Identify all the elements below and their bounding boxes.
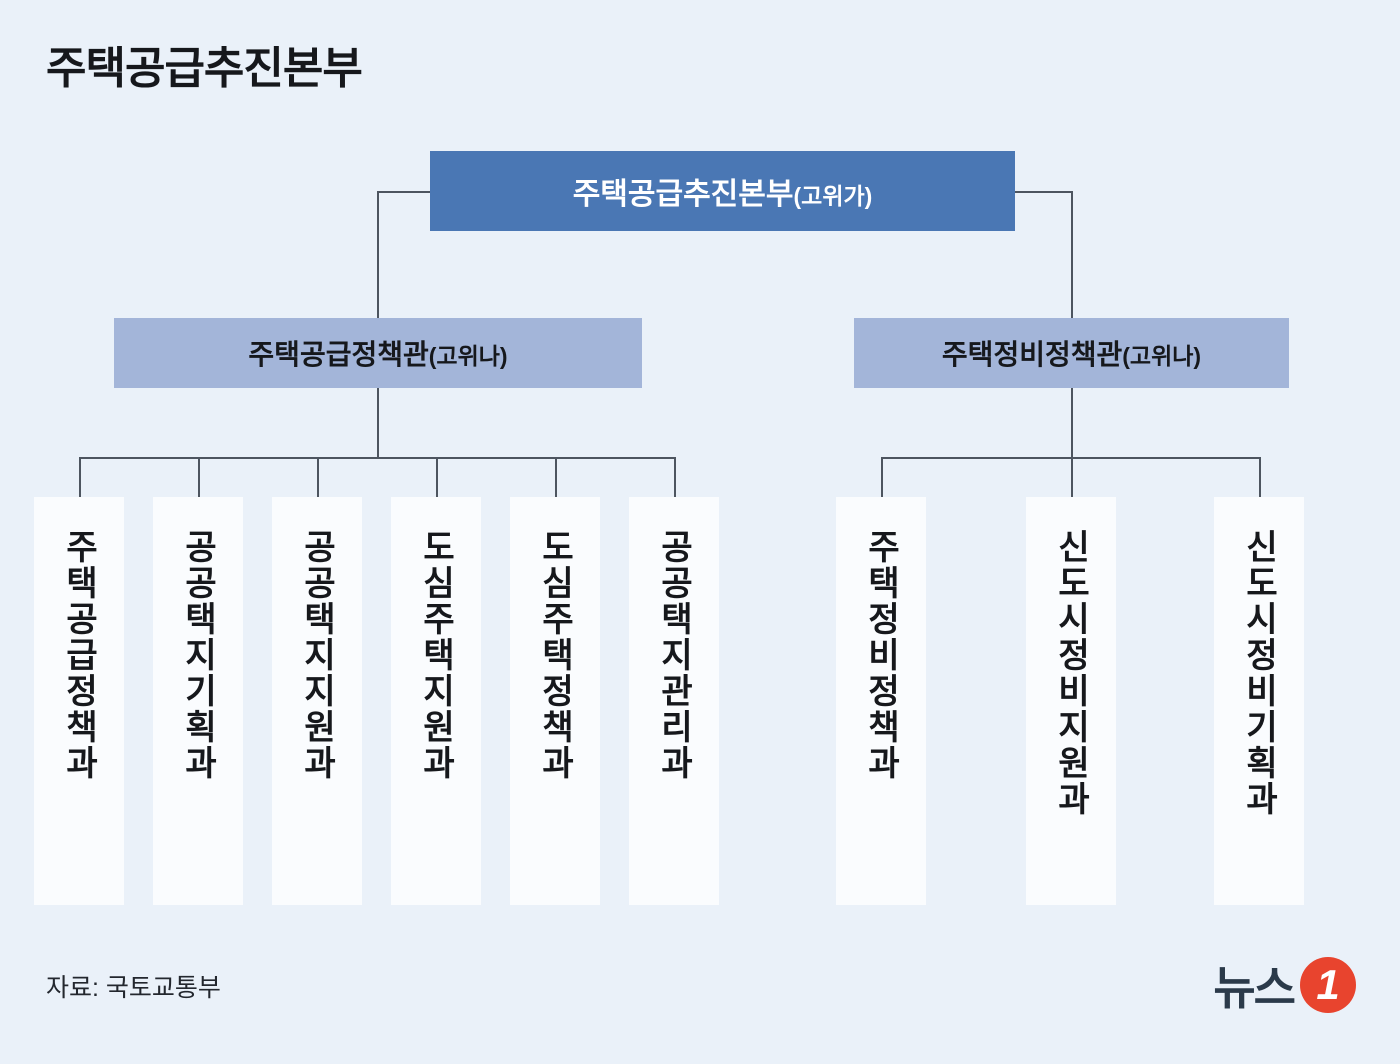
connector-left-bus — [79, 457, 675, 459]
connector-root-right-vertical — [1071, 191, 1073, 318]
node-leaf-3[interactable]: 공공택지지원과 — [272, 497, 362, 905]
node-leaf-7[interactable]: 주택정비정책과 — [836, 497, 926, 905]
node-leaf-1-label: 주택공급정책과 — [59, 529, 98, 781]
node-leaf-2-label: 공공택지기획과 — [178, 529, 217, 781]
news1-logo-circle — [1300, 957, 1356, 1013]
node-leaf-5[interactable]: 도심주택정책과 — [510, 497, 600, 905]
news1-logo-text: 뉴스 — [1213, 962, 1296, 1014]
node-leaf-9[interactable]: 신도시정비기획과 — [1214, 497, 1304, 905]
node-leaf-8-label: 신도시정비지원과 — [1051, 529, 1090, 817]
connector-right-child-2 — [1071, 457, 1073, 497]
connector-root-left-vertical — [377, 191, 379, 318]
node-root-label: 주택공급추진본부(고위가) — [572, 178, 873, 211]
news1-logo: 뉴스 1 — [1213, 952, 1356, 1018]
connector-left-division-drop — [377, 388, 379, 458]
node-division-housing-maintenance-label: 주택정비정책관(고위나) — [941, 339, 1202, 370]
node-leaf-2[interactable]: 공공택지기획과 — [153, 497, 243, 905]
connector-root-left-horizontal — [377, 191, 432, 193]
node-leaf-9-label: 신도시정비기획과 — [1239, 529, 1278, 817]
connector-right-child-1 — [881, 457, 883, 497]
connector-right-child-3 — [1259, 457, 1261, 497]
node-leaf-1[interactable]: 주택공급정책과 — [34, 497, 124, 905]
node-division-housing-maintenance[interactable]: 주택정비정책관(고위나) — [854, 318, 1289, 388]
node-leaf-6[interactable]: 공공택지관리과 — [629, 497, 719, 905]
connector-left-child-6 — [674, 457, 676, 497]
node-leaf-3-label: 공공택지지원과 — [297, 529, 336, 781]
connector-left-child-5 — [555, 457, 557, 497]
node-leaf-7-label: 주택정비정책과 — [861, 529, 900, 781]
connector-left-child-4 — [436, 457, 438, 497]
node-root[interactable]: 주택공급추진본부(고위가) — [430, 151, 1015, 231]
connector-left-child-3 — [317, 457, 319, 497]
node-leaf-6-label: 공공택지관리과 — [654, 529, 693, 781]
node-division-housing-supply-label: 주택공급정책관(고위나) — [248, 339, 508, 370]
node-leaf-4-label: 도심주택지원과 — [416, 529, 455, 781]
node-leaf-5-label: 도심주택정책과 — [535, 529, 574, 781]
connector-right-division-drop — [1071, 388, 1073, 458]
node-leaf-8[interactable]: 신도시정비지원과 — [1026, 497, 1116, 905]
news1-logo-mark-icon: 1 — [1300, 957, 1356, 1013]
node-division-housing-supply[interactable]: 주택공급정책관(고위나) — [114, 318, 642, 388]
news1-logo-one: 1 — [1316, 961, 1340, 1008]
page-title: 주택공급추진본부 — [46, 44, 363, 93]
connector-root-right-horizontal — [1013, 191, 1073, 193]
source-note: 자료: 국토교통부 — [46, 974, 221, 1002]
node-leaf-4[interactable]: 도심주택지원과 — [391, 497, 481, 905]
connector-left-child-1 — [79, 457, 81, 497]
connector-left-child-2 — [198, 457, 200, 497]
